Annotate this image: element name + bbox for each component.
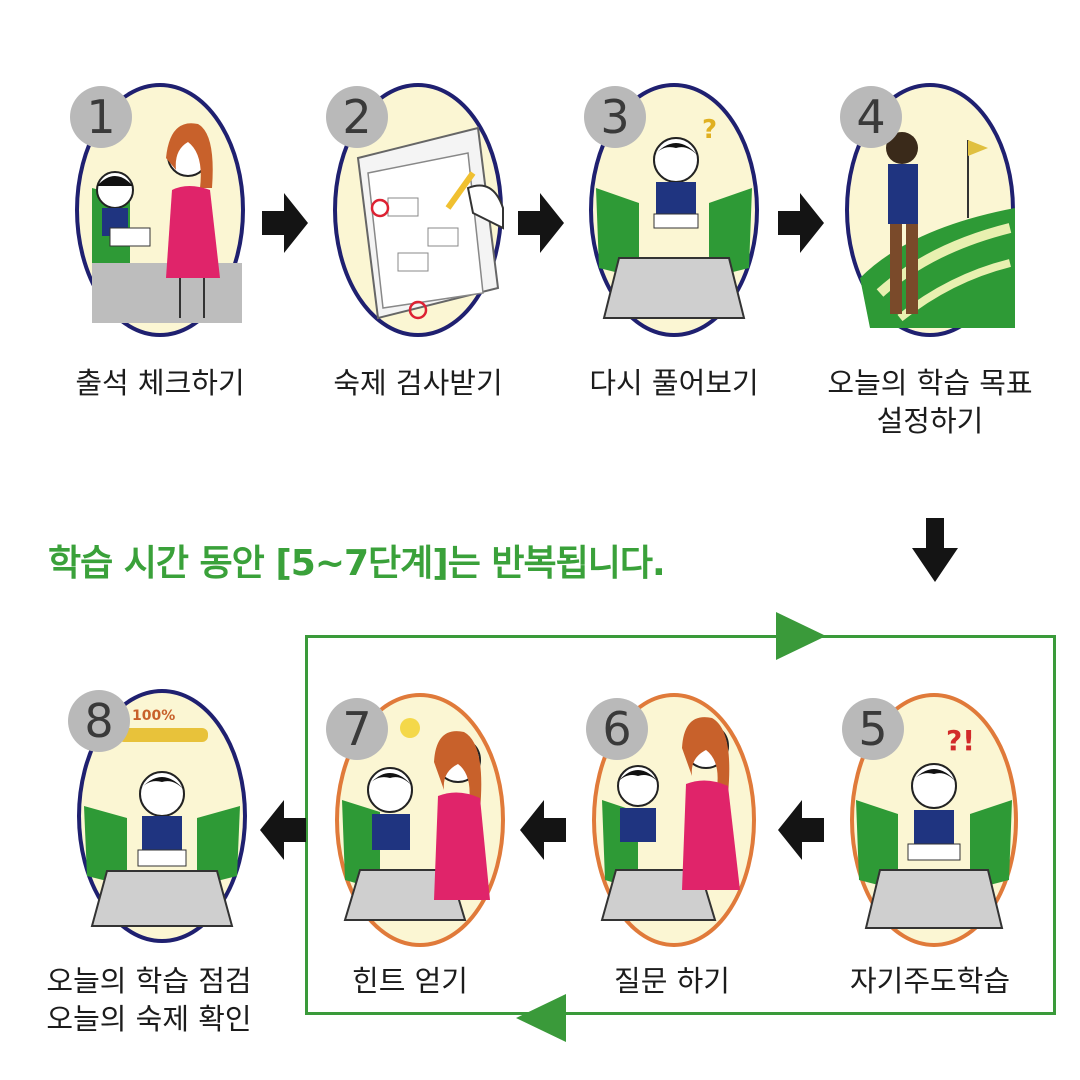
step-2-caption: 숙제 검사받기 [298, 364, 538, 402]
loop-arrow-left-icon [516, 994, 566, 1042]
step-8-caption-line-2: 오늘의 숙제 확인 [46, 1002, 252, 1036]
progress-label: 100% [132, 708, 175, 724]
step-4-caption: 오늘의 학습 목표 설정하기 [800, 364, 1060, 440]
repeat-notice-headline: 학습 시간 동안 [5~7단계]는 반복됩니다. [48, 543, 666, 584]
arrow-right-icon-1 [262, 193, 308, 253]
loop-arrow-right-icon [776, 612, 826, 660]
arrow-right-icon-2 [518, 193, 564, 253]
step-2-number: 2 [326, 86, 388, 148]
step-3-illustration: ? [589, 83, 759, 337]
step-2-illustration [333, 83, 504, 337]
arrow-left-icon-3 [778, 800, 824, 860]
step-5-number: 5 [842, 698, 904, 760]
step-7: 7 [326, 690, 510, 950]
step-8-caption: 오늘의 학습 점검 오늘의 숙제 확인 [18, 962, 280, 1038]
step-7-number: 7 [326, 698, 388, 760]
step-4-caption-line-2: 설정하기 [876, 404, 984, 438]
step-8: 100% 8 [68, 686, 252, 946]
step-8-number: 8 [68, 690, 130, 752]
step-1-caption: 출석 체크하기 [40, 364, 280, 402]
step-7-caption: 힌트 얻기 [300, 962, 520, 1000]
step-5-caption: 자기주도학습 [820, 962, 1040, 1000]
step-3: ? 3 [584, 78, 764, 338]
step-1-number: 1 [70, 86, 132, 148]
step-8-illustration: 100% [77, 689, 247, 943]
svg-text:?: ? [702, 115, 717, 145]
step-4-illustration [845, 83, 1015, 337]
step-5-caption-line: 자기주도학습 [849, 964, 1011, 998]
step-4: 4 [840, 78, 1020, 338]
step-6-illustration [592, 693, 756, 947]
repeat-loop-box [305, 635, 1056, 1015]
step-3-caption: 다시 풀어보기 [554, 364, 794, 402]
step-1-illustration [75, 83, 245, 337]
step-4-caption-line-1: 오늘의 학습 목표 [827, 366, 1033, 400]
step-5-illustration: ?! [850, 693, 1018, 947]
arrow-left-icon-1 [260, 800, 306, 860]
step-7-caption-line: 힌트 얻기 [352, 964, 468, 998]
step-6-number: 6 [586, 698, 648, 760]
step-7-illustration [335, 693, 505, 947]
arrow-right-icon-3 [778, 193, 824, 253]
step-6-caption: 질문 하기 [562, 962, 782, 1000]
step-6-caption-line: 질문 하기 [614, 964, 730, 998]
step-3-number: 3 [584, 86, 646, 148]
step-3-caption-line: 다시 풀어보기 [589, 366, 759, 400]
step-8-caption-line-1: 오늘의 학습 점검 [46, 964, 252, 998]
step-2-caption-line: 숙제 검사받기 [333, 366, 503, 400]
step-6: 6 [586, 690, 770, 950]
step-5: ?! 5 [842, 690, 1026, 950]
step-4-number: 4 [840, 86, 902, 148]
arrow-down-icon [912, 518, 958, 582]
arrow-left-icon-2 [520, 800, 566, 860]
step-2: 2 [326, 78, 508, 338]
step-1-caption-line: 출석 체크하기 [75, 366, 245, 400]
svg-text:?!: ?! [946, 724, 975, 757]
step-1: 1 [70, 78, 250, 338]
